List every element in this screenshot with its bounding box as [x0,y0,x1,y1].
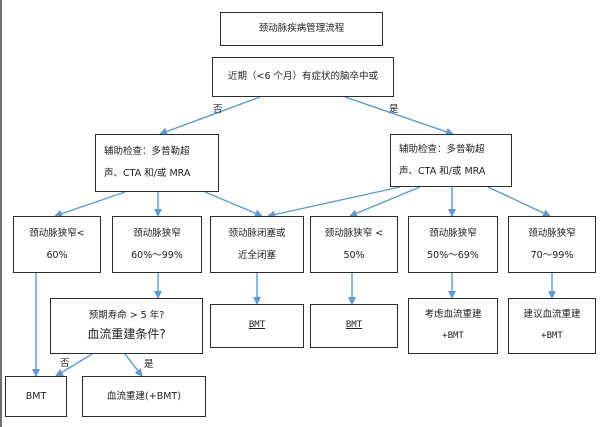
exam-box-left: 辅助检查：多普勒超 声、CTA 和/或 MRA [95,134,219,192]
title-box: 颈动脉疾病管理流程 [220,12,383,46]
life-line1: 预期寿命 > 5 年? [88,309,165,321]
arrow-life-to-revasc [124,353,143,377]
arrow-exam-right-to-f [487,186,551,217]
exam-right-line2: 声、CTA 和/或 MRA [399,165,486,177]
left-frame-border [0,0,2,427]
stenosis-lt50-box: 颈动脉狭窄 < 50% [310,216,398,273]
stenosis-lt50-line1: 颈动脉狭窄 < [324,227,384,239]
stenosis-50-69-box: 颈动脉狭窄 50%～69% [408,216,498,273]
question-text: 近期（<6 个月）有症状的脑卒中或 [227,71,379,83]
suggest-revasc-box: 建议血流重建 +BMT [508,298,596,354]
stenosis-50-69-line2: 50%～69% [427,249,479,261]
bmt-final-box: BMT [5,376,67,417]
stenosis-70-99-box: 颈动脉狭窄 70～99% [508,216,596,273]
life-line2: 血流重建条件? [87,327,166,342]
stenosis-70-99-line2: 70～99% [530,249,574,261]
consider-line2: +BMT [442,331,464,342]
stenosis-60-99-box: 颈动脉狭窄 60%～99% [112,216,202,273]
branch-yes-label: 是 [389,104,399,115]
occlusion-box: 颈动脉闭塞或 近全闭塞 [210,216,304,273]
stenosis-lt60-box: 颈动脉狭窄< 60% [13,216,101,273]
bmt-lt50-text: BMT [345,320,363,331]
bmt-final-text: BMT [25,390,47,402]
stenosis-50-69-line1: 颈动脉狭窄 [429,227,477,239]
exam-box-right: 辅助检查：多普勒超 声、CTA 和/或 MRA [390,134,512,187]
consider-revasc-box: 考虑血流重建 +BMT [408,298,498,354]
stenosis-lt60-line1: 颈动脉狭窄< [29,227,85,239]
revasc-final-box: 血流重建(+BMT) [82,376,206,417]
bmt-lt50-box: BMT [310,304,398,348]
question-box: 近期（<6 个月）有症状的脑卒中或 [212,57,394,97]
occlusion-line1: 颈动脉闭塞或 [228,227,286,239]
stenosis-60-99-line1: 颈动脉狭窄 [133,227,181,239]
suggest-line2: +BMT [541,331,563,342]
arrow-exam-left-to-c [204,191,263,217]
bmt-occlusion-box: BMT [210,304,304,348]
arrow-life-to-bmt [55,353,93,377]
arrow-question-to-exam-right [344,96,454,136]
life-expectancy-box: 预期寿命 > 5 年? 血流重建条件? [50,298,203,354]
revasc-final-text: 血流重建(+BMT) [107,390,181,402]
exam-right-line1: 辅助检查：多普勒超 [399,143,485,155]
bmt-occlusion-text: BMT [248,320,266,331]
title-text: 颈动脉疾病管理流程 [258,23,345,35]
suggest-line1: 建议血流重建 [523,309,581,321]
exam-left-line2: 声、CTA 和/或 MRA [104,168,191,179]
stenosis-lt50-line2: 50% [343,249,365,261]
arrow-question-to-exam-left [159,96,261,136]
branch-no-label: 否 [213,104,223,115]
arrow-exam-left-to-a [54,191,126,218]
occlusion-line2: 近全闭塞 [237,249,276,261]
stenosis-lt60-line2: 60% [46,249,68,261]
arrow-exam-right-to-c [267,186,401,219]
arrow-exam-right-to-d [349,186,421,218]
exam-left-line1: 辅助检查：多普勒超 [104,146,190,158]
stenosis-70-99-line1: 颈动脉狭窄 [528,227,576,239]
stenosis-60-99-line2: 60%～99% [131,249,183,261]
consider-line1: 考虑血流重建 [424,309,482,321]
life-no-label: 否 [60,358,70,369]
life-yes-label: 是 [144,359,154,370]
